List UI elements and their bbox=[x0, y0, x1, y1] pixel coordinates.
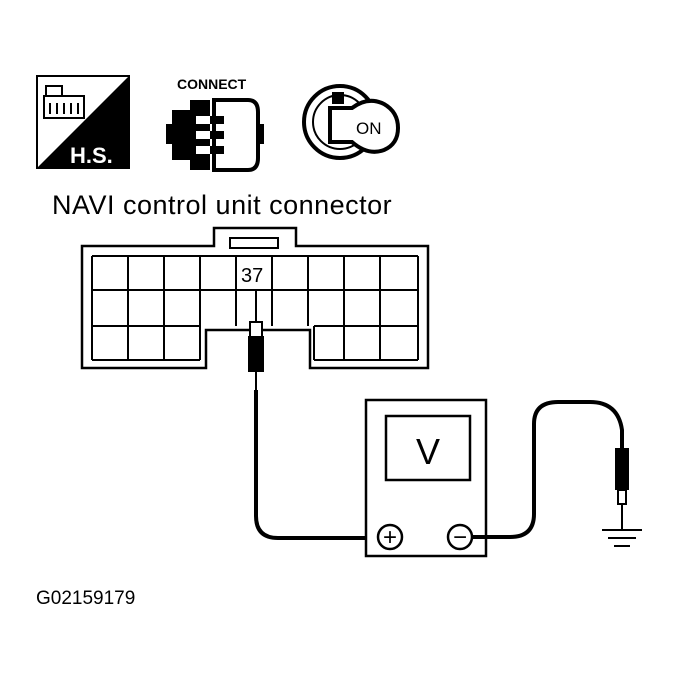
positive-terminal-symbol: + bbox=[383, 524, 397, 551]
connect-label: CONNECT bbox=[177, 76, 247, 92]
figure-code: G02159179 bbox=[36, 588, 135, 609]
connect-icon: CONNECT bbox=[166, 76, 264, 172]
voltmeter: V + − bbox=[364, 398, 488, 558]
voltmeter-display-label: V bbox=[416, 431, 440, 472]
positive-probe bbox=[248, 290, 264, 390]
negative-lead-wire bbox=[472, 400, 624, 539]
harness-connector-icon: H.S. bbox=[36, 75, 130, 169]
terminal-37-label: 37 bbox=[241, 265, 263, 287]
positive-terminal bbox=[376, 523, 404, 551]
connector-title: NAVI control unit connector bbox=[52, 190, 392, 220]
ignition-on-label: ON bbox=[356, 119, 382, 138]
positive-lead-wire bbox=[254, 390, 370, 540]
hs-label: H.S. bbox=[70, 143, 113, 168]
ignition-key-icon: ON bbox=[302, 84, 401, 160]
negative-terminal-symbol: − bbox=[453, 524, 467, 551]
ground-probe bbox=[615, 448, 629, 530]
ground-icon bbox=[602, 529, 642, 547]
